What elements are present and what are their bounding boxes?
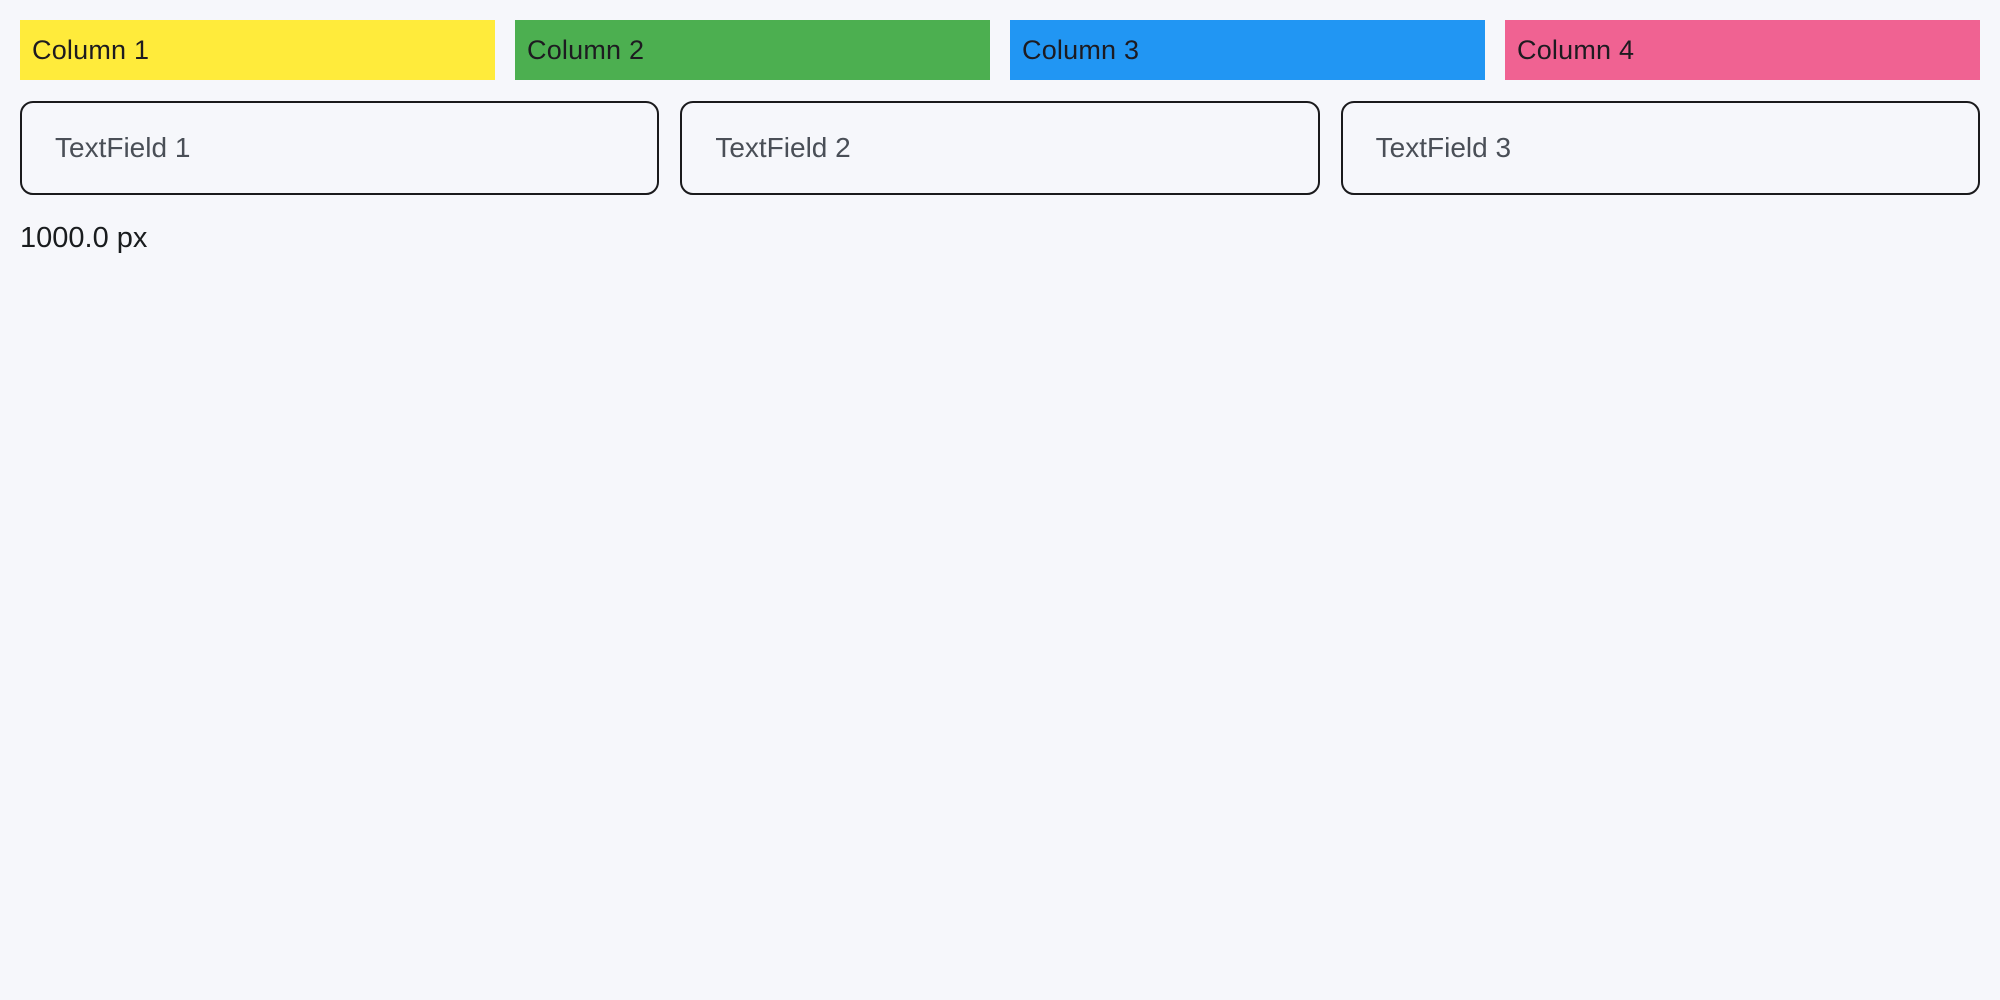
textfield-1[interactable] [20, 101, 660, 195]
column-header-label: Column 4 [1517, 34, 1635, 65]
column-header-1: Column 1 [20, 20, 495, 80]
textfield-row [20, 101, 1980, 195]
column-header-4: Column 4 [1505, 20, 1980, 80]
column-header-label: Column 3 [1022, 34, 1140, 65]
column-header-label: Column 1 [32, 34, 150, 65]
textfield-2[interactable] [680, 101, 1320, 195]
column-header-row: Column 1 Column 2 Column 3 Column 4 [20, 20, 1980, 80]
column-header-3: Column 3 [1010, 20, 1485, 80]
textfield-3[interactable] [1340, 101, 1980, 195]
width-label: 1000.0 px [20, 222, 148, 254]
column-header-label: Column 2 [527, 34, 645, 65]
column-header-2: Column 2 [515, 20, 990, 80]
